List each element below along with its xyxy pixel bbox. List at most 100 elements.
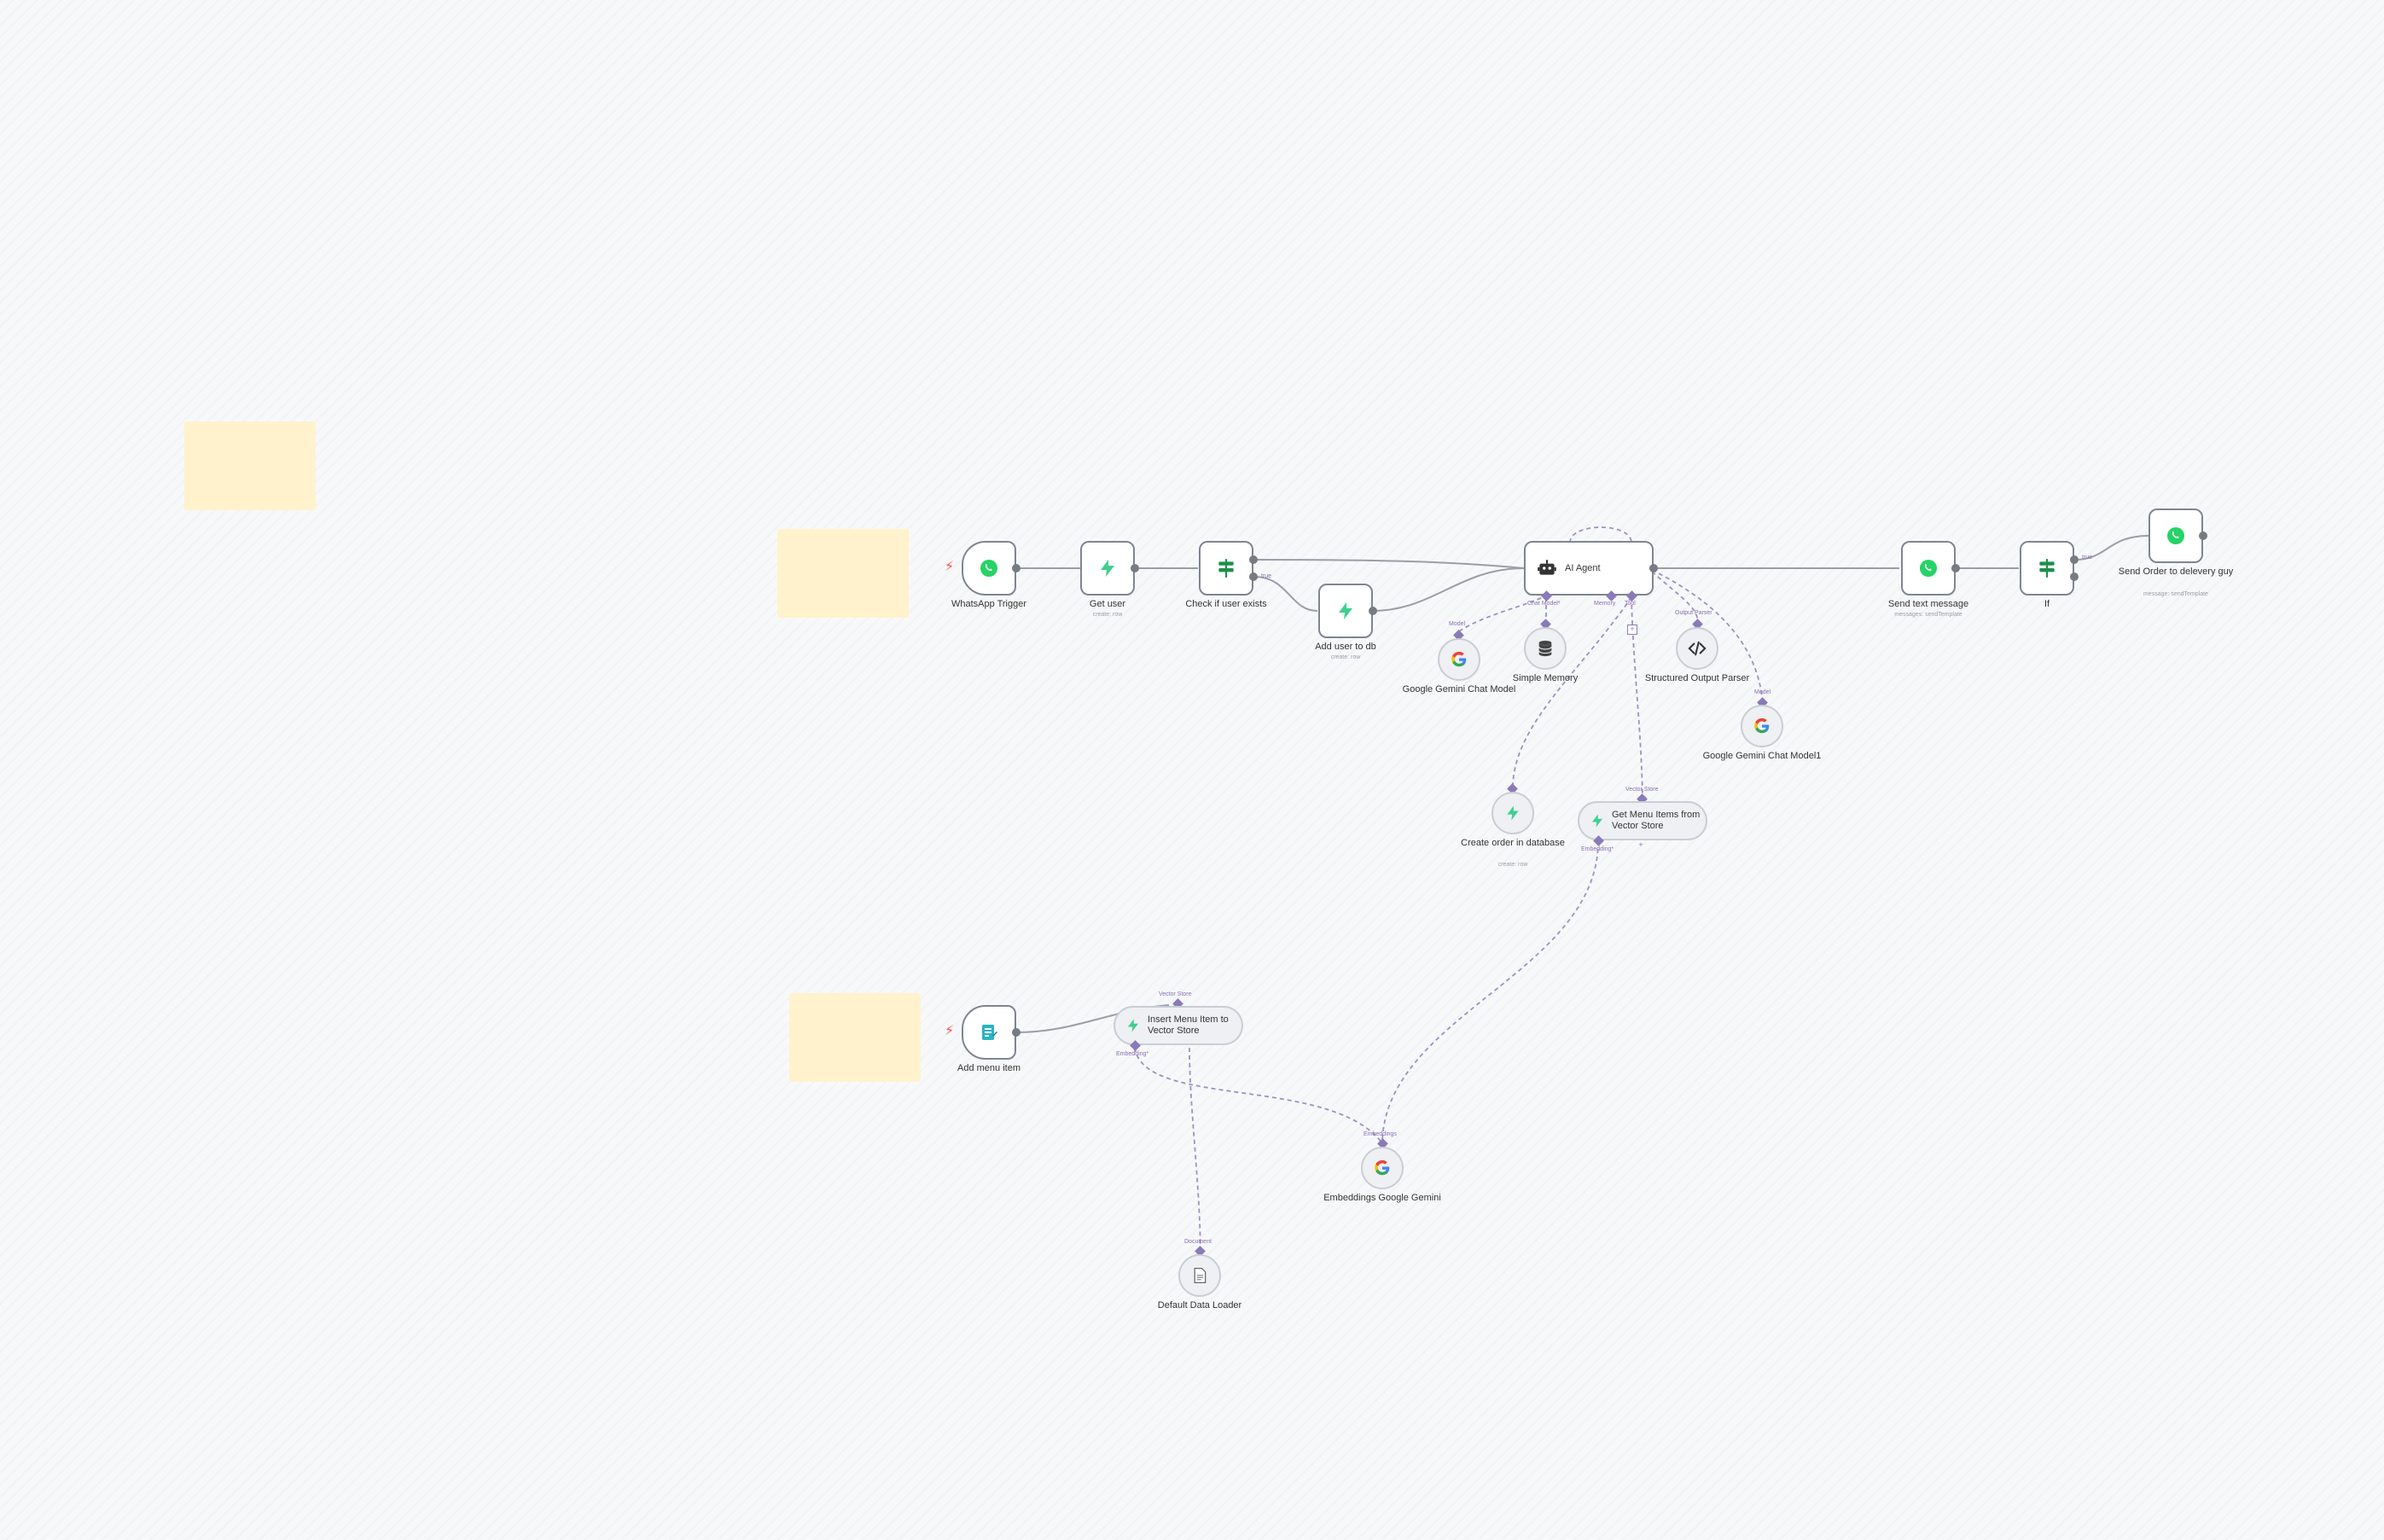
node-label: Get Menu Items from Vector Store (1612, 810, 1701, 831)
node-label: Send text message (1887, 599, 1969, 609)
filter-icon (1215, 557, 1237, 579)
node-subtitle: message: sendTemplate (2143, 591, 2208, 597)
output-handle-true[interactable] (1249, 555, 1258, 564)
node-label: WhatsApp Trigger (951, 599, 1027, 609)
node-subtitle: messages: sendTemplate (1894, 612, 1962, 618)
edge-agent-gemini1 (1651, 569, 1764, 704)
port-label-output-parser: Output Parser (1675, 610, 1712, 616)
edge-getmenu-embeddings (1381, 840, 1599, 1144)
output-handle[interactable] (2199, 532, 2207, 540)
node-label: Insert Menu Item to Vector Store (1148, 1014, 1229, 1036)
add-tool-button[interactable]: + (1627, 625, 1637, 635)
node-label: Default Data Loader (1157, 1300, 1242, 1310)
node-label: Create order in database (1461, 838, 1565, 848)
edge-adduser-agent (1371, 567, 1525, 612)
whatsapp-icon (2166, 526, 2186, 546)
node-subtitle: create: row (1330, 654, 1361, 660)
supabase-icon (1335, 601, 1356, 621)
port-label-memory: Memory (1594, 601, 1616, 607)
google-icon (1373, 1159, 1392, 1177)
node-label: Simple Memory (1512, 673, 1579, 683)
trigger-bolt-icon: ⚡ (945, 560, 955, 574)
document-icon (1192, 1267, 1207, 1284)
node-send-text-message[interactable] (1901, 541, 1956, 596)
edge-insert-loader (1189, 1047, 1201, 1255)
trigger-bolt-icon: ⚡ (945, 1024, 955, 1038)
node-structured-output-parser[interactable] (1676, 627, 1718, 670)
output-handle[interactable] (1012, 564, 1020, 572)
node-check-user-exists[interactable] (1199, 541, 1253, 596)
google-icon (1753, 717, 1771, 735)
node-label: Send Order to delevery guy (2118, 567, 2234, 577)
supabase-icon (1590, 813, 1605, 828)
form-icon (979, 1022, 999, 1043)
edge-insert-embeddings (1134, 1047, 1383, 1144)
supabase-icon (1125, 1018, 1141, 1033)
node-subtitle: create: row (1092, 612, 1123, 618)
port-label-document: Document (1184, 1239, 1212, 1245)
output-handle-false[interactable] (1249, 572, 1258, 581)
database-icon (1537, 639, 1554, 658)
google-icon (1450, 650, 1468, 669)
node-gemini-chat-model[interactable] (1438, 638, 1480, 681)
edge-gemini-agent (1458, 595, 1547, 632)
code-icon (1688, 639, 1707, 658)
port-label-true: true (1261, 573, 1272, 579)
node-label: Add user to db (1315, 642, 1376, 652)
node-ai-agent[interactable]: AI Agent (1524, 541, 1654, 596)
whatsapp-icon (979, 558, 999, 578)
sticky-note[interactable] (777, 529, 909, 618)
port-label-vector-store: Vector Store (1625, 787, 1659, 793)
port-label-embedding: Embedding* (1116, 1051, 1149, 1057)
node-add-menu-item[interactable] (962, 1005, 1016, 1060)
node-insert-menu-item[interactable]: Insert Menu Item to Vector Store (1114, 1006, 1243, 1045)
whatsapp-icon (1918, 558, 1939, 578)
node-create-order[interactable] (1491, 792, 1534, 834)
port-label-true: true (2082, 555, 2093, 561)
output-handle[interactable] (1131, 564, 1139, 572)
output-handle[interactable] (1649, 564, 1658, 572)
node-label: Check if user exists (1185, 599, 1267, 609)
node-label: If (2044, 599, 2050, 609)
node-get-user[interactable] (1080, 541, 1135, 596)
edge-check-adduser (1253, 576, 1318, 612)
supabase-icon (1097, 558, 1118, 578)
port-label-vector-store: Vector Store (1159, 991, 1192, 997)
sticky-note[interactable] (184, 421, 316, 510)
sticky-note[interactable] (789, 993, 921, 1082)
output-handle[interactable] (1951, 564, 1960, 572)
node-default-data-loader[interactable] (1178, 1254, 1221, 1297)
node-label: Structured Output Parser (1644, 673, 1750, 683)
edge-tool-getmenu (1631, 596, 1643, 799)
node-gemini-chat-model-1[interactable] (1741, 705, 1783, 747)
add-embedding-button[interactable]: + (1638, 840, 1643, 849)
node-add-user[interactable] (1318, 584, 1373, 638)
supabase-icon (1504, 805, 1521, 822)
edge-agent-parser (1651, 571, 1699, 624)
output-handle[interactable] (1012, 1028, 1020, 1037)
node-embeddings-gemini[interactable] (1361, 1147, 1404, 1189)
port-label-model: Model (1449, 621, 1466, 627)
edge-check-agent (1253, 559, 1525, 569)
node-get-menu-items[interactable]: Get Menu Items from Vector Store (1578, 801, 1707, 840)
node-label: AI Agent (1565, 562, 1601, 573)
node-label: Add menu item (957, 1063, 1020, 1073)
node-label: Google Gemini Chat Model1 (1702, 751, 1822, 761)
output-handle[interactable] (1369, 607, 1377, 615)
output-handle-true[interactable] (2070, 555, 2079, 564)
output-handle-false[interactable] (2070, 572, 2079, 581)
robot-icon (1536, 557, 1558, 579)
port-label-chat-model: Chat Model* (1527, 601, 1561, 607)
node-simple-memory[interactable] (1524, 627, 1567, 670)
node-label: Google Gemini Chat Model (1402, 684, 1516, 694)
node-whatsapp-trigger[interactable] (962, 541, 1016, 596)
node-label: Embeddings Google Gemini (1323, 1193, 1441, 1203)
edge-if-sendorder (2074, 535, 2149, 561)
edge-tool-createorder (1512, 596, 1632, 789)
node-send-order[interactable] (2149, 508, 2203, 563)
port-label-embeddings: Embeddings (1364, 1131, 1397, 1137)
node-if[interactable] (2020, 541, 2074, 596)
node-label: Get user (1089, 599, 1126, 609)
